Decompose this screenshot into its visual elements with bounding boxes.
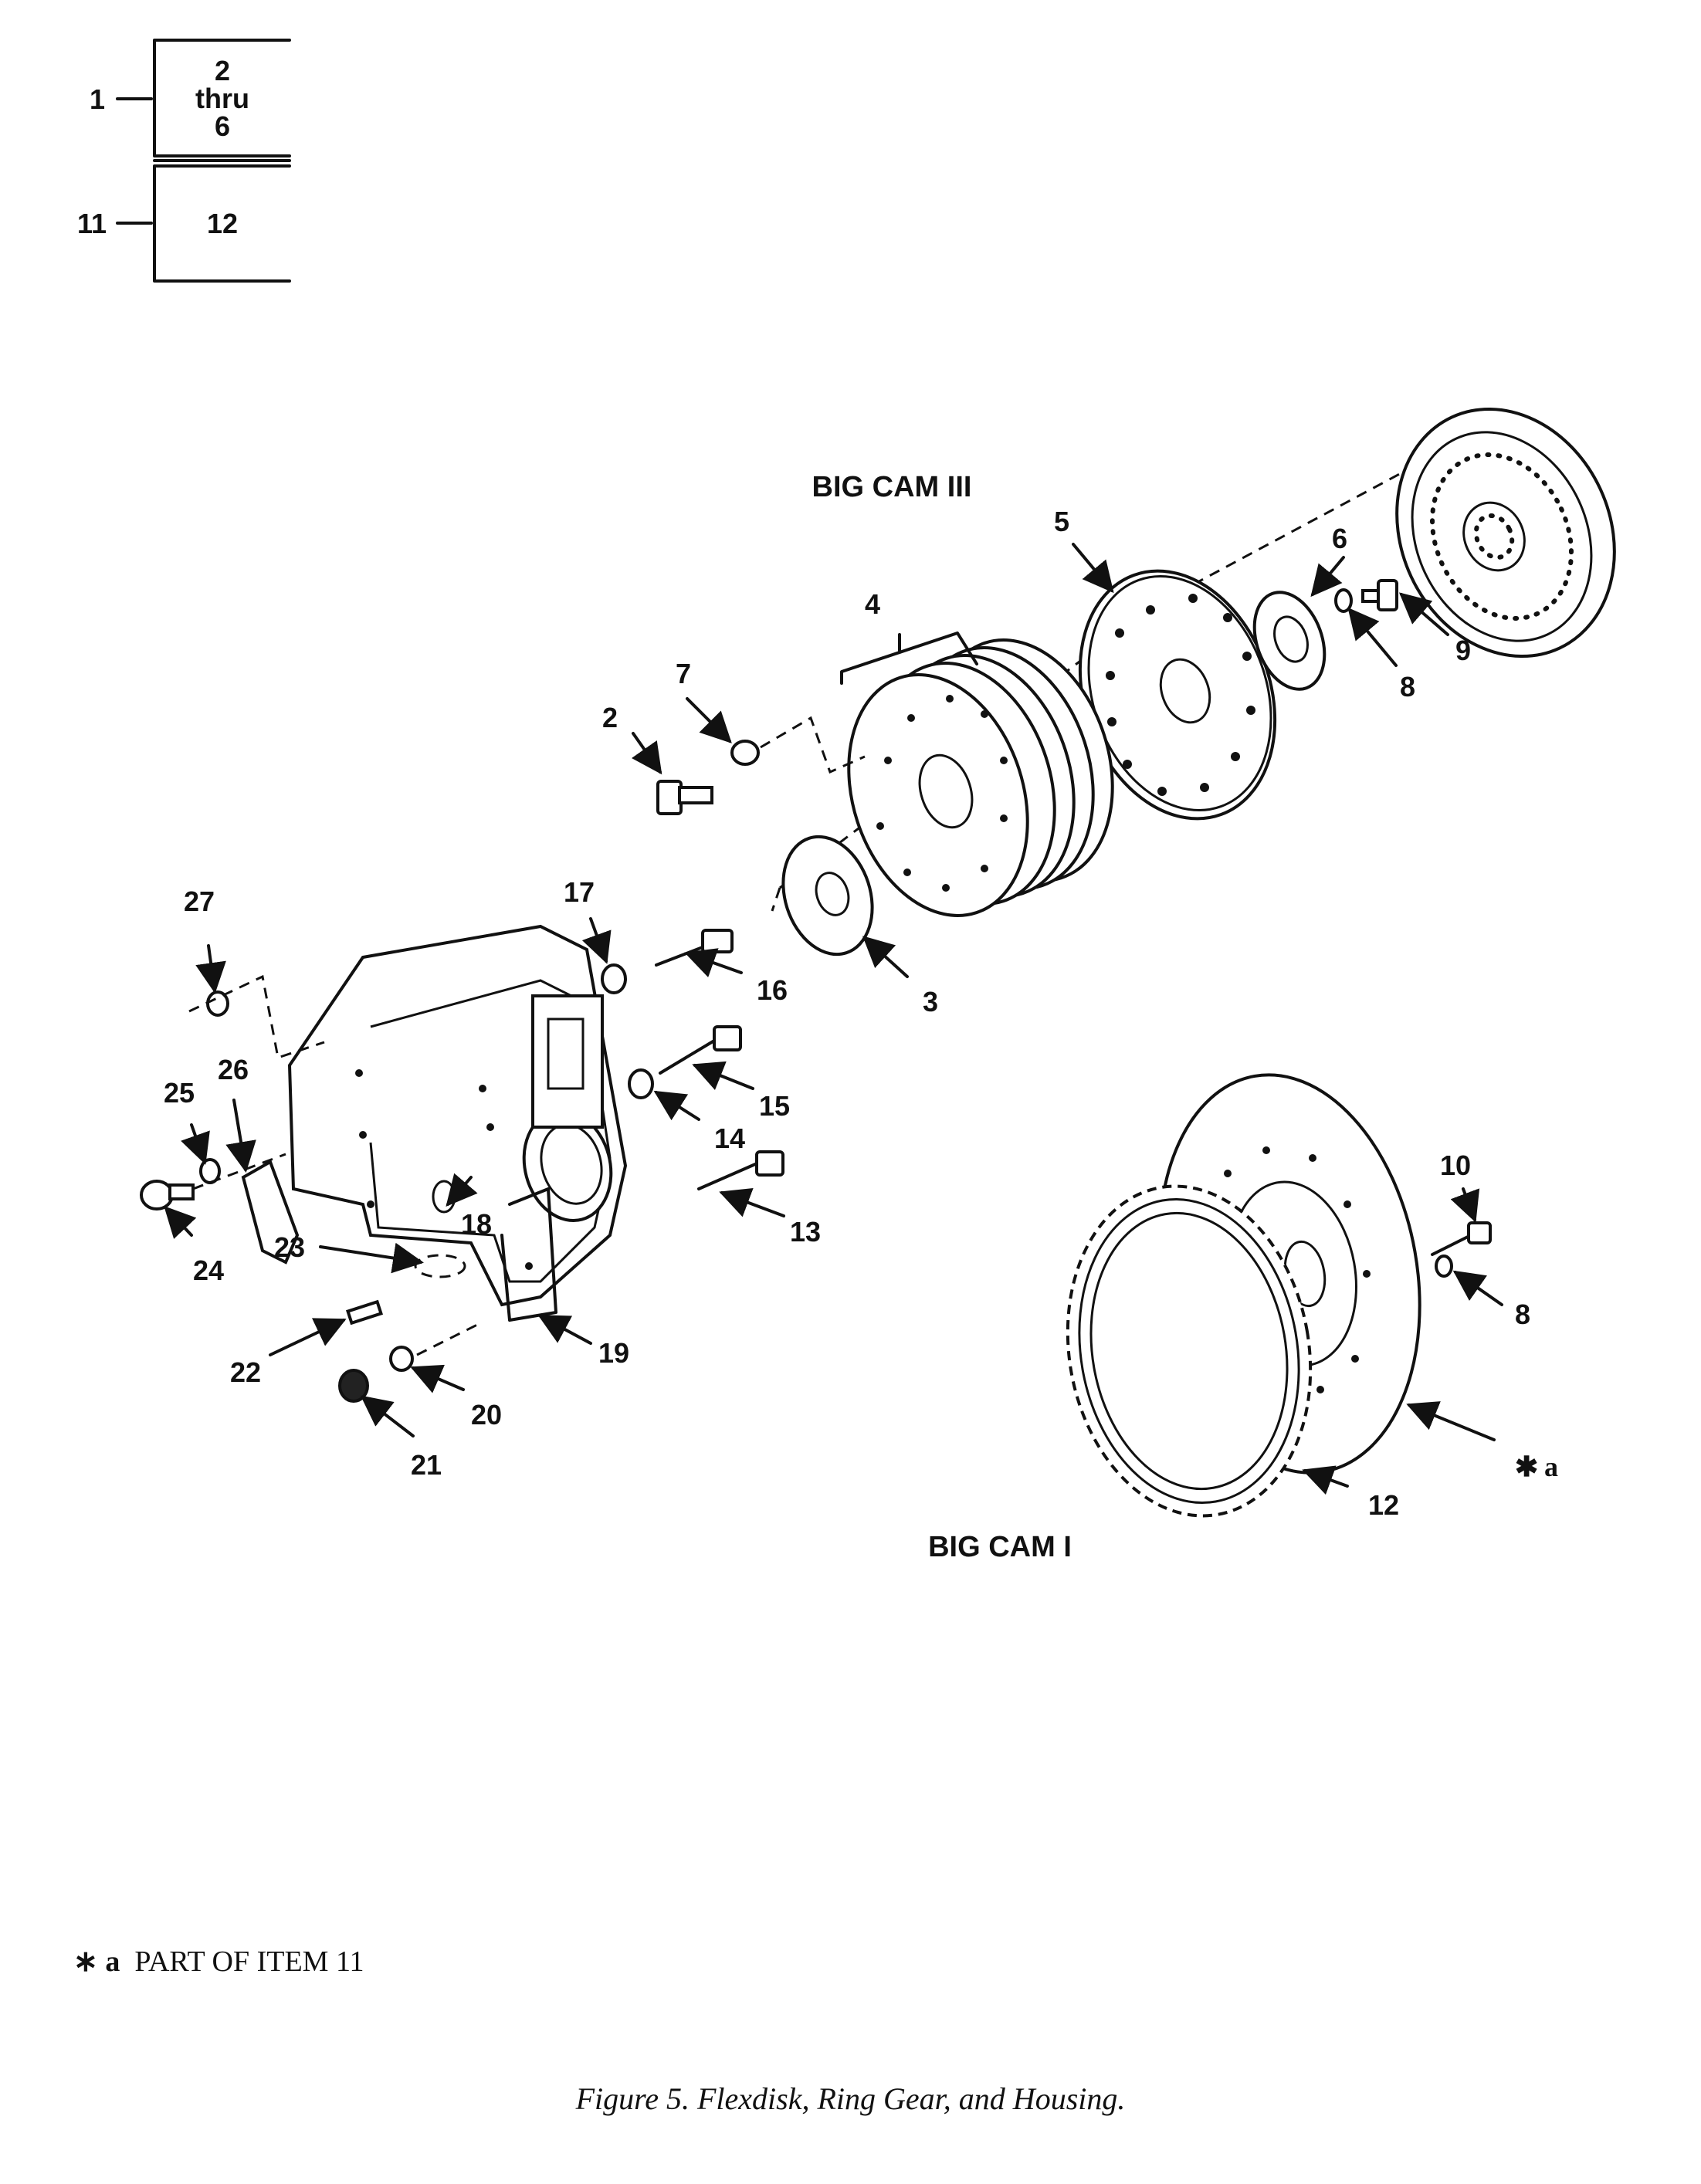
plate-item-6 xyxy=(1252,591,1327,691)
footnote: ∗ a PART OF ITEM 11 xyxy=(73,1944,364,1979)
bolt-item-10 xyxy=(1431,1221,1492,1256)
bolt-item-9 xyxy=(1361,579,1398,611)
ring-gear-item-12 xyxy=(1066,1184,1313,1518)
index-table: 1 2 thru 6 11 12 xyxy=(77,39,291,283)
index-item-1: 1 xyxy=(90,83,105,115)
callout-15: 15 xyxy=(759,1090,790,1122)
assembly-title-big-cam-iii: BIG CAM III xyxy=(812,471,972,503)
washer-item-20 xyxy=(389,1346,414,1372)
big-cam-iii-assembly xyxy=(656,407,1616,957)
callout-20: 20 xyxy=(471,1399,502,1431)
callout-a: a xyxy=(1544,1451,1558,1482)
callout-23: 23 xyxy=(274,1231,305,1263)
callout-13: 13 xyxy=(790,1216,821,1248)
washer-item-7 xyxy=(730,740,760,766)
footnote-symbol: ∗ a xyxy=(73,1945,120,1978)
washer-item-25 xyxy=(199,1158,221,1184)
figure-caption: Figure 5. Flexdisk, Ring Gear, and Housi… xyxy=(575,2081,1126,2116)
callout-star-a: ✱ a xyxy=(1515,1451,1558,1482)
callout-5: 5 xyxy=(1054,506,1069,537)
callout-labels: 2 7 4 5 6 8 9 3 17 16 15 14 13 18 19 20 … xyxy=(164,506,1558,1521)
index-item-11-contents: 12 xyxy=(207,208,238,239)
spacer-item-3 xyxy=(781,835,874,957)
washer-item-8 xyxy=(1334,588,1353,613)
bolt-item-15 xyxy=(659,1025,742,1075)
callout-18: 18 xyxy=(461,1208,492,1240)
callout-9: 9 xyxy=(1455,635,1471,666)
bolt-item-13 xyxy=(697,1150,784,1190)
callout-8b: 8 xyxy=(1515,1299,1530,1330)
index-item-1-line2: thru xyxy=(195,83,249,114)
callout-24: 24 xyxy=(193,1255,224,1286)
callout-12: 12 xyxy=(1368,1489,1399,1521)
assembly-title-big-cam-i: BIG CAM I xyxy=(928,1531,1072,1563)
callout-8: 8 xyxy=(1400,671,1415,703)
callout-4: 4 xyxy=(865,588,880,620)
callout-10: 10 xyxy=(1440,1150,1471,1181)
footnote-text: PART OF ITEM 11 xyxy=(134,1945,364,1978)
bolt-item-2 xyxy=(656,780,713,815)
callout-19: 19 xyxy=(598,1337,629,1369)
callout-7: 7 xyxy=(676,658,691,689)
callout-6: 6 xyxy=(1332,523,1347,554)
washer-item-8b xyxy=(1435,1255,1453,1278)
screw-item-24 xyxy=(140,1180,195,1211)
washer-item-14 xyxy=(628,1068,654,1099)
index-item-1-line1: 2 xyxy=(215,55,230,86)
pulley-item-4 xyxy=(840,631,1114,917)
index-item-11: 11 xyxy=(77,208,107,239)
svg-text:✱: ✱ xyxy=(1515,1451,1538,1482)
callout-21: 21 xyxy=(411,1449,442,1481)
washer-item-17 xyxy=(601,963,627,994)
index-item-1-line3: 6 xyxy=(215,110,230,142)
bracket-item-26 xyxy=(241,1160,300,1265)
leader-arrows xyxy=(164,543,1503,1495)
nut-item-21 xyxy=(338,1369,369,1403)
big-cam-i-assembly xyxy=(1066,1073,1492,1518)
callout-27: 27 xyxy=(184,885,215,917)
callout-3: 3 xyxy=(923,986,938,1018)
callout-16: 16 xyxy=(757,974,788,1006)
bolt-item-16 xyxy=(655,929,734,967)
callout-14: 14 xyxy=(714,1122,745,1154)
callout-26: 26 xyxy=(218,1054,249,1085)
flywheel-housing-assembly xyxy=(140,924,784,1403)
flexplate xyxy=(1395,407,1616,659)
callout-25: 25 xyxy=(164,1077,195,1109)
callout-22: 22 xyxy=(230,1356,261,1388)
callout-2: 2 xyxy=(602,702,618,733)
callout-17: 17 xyxy=(564,876,595,908)
stud-item-22 xyxy=(345,1299,384,1326)
